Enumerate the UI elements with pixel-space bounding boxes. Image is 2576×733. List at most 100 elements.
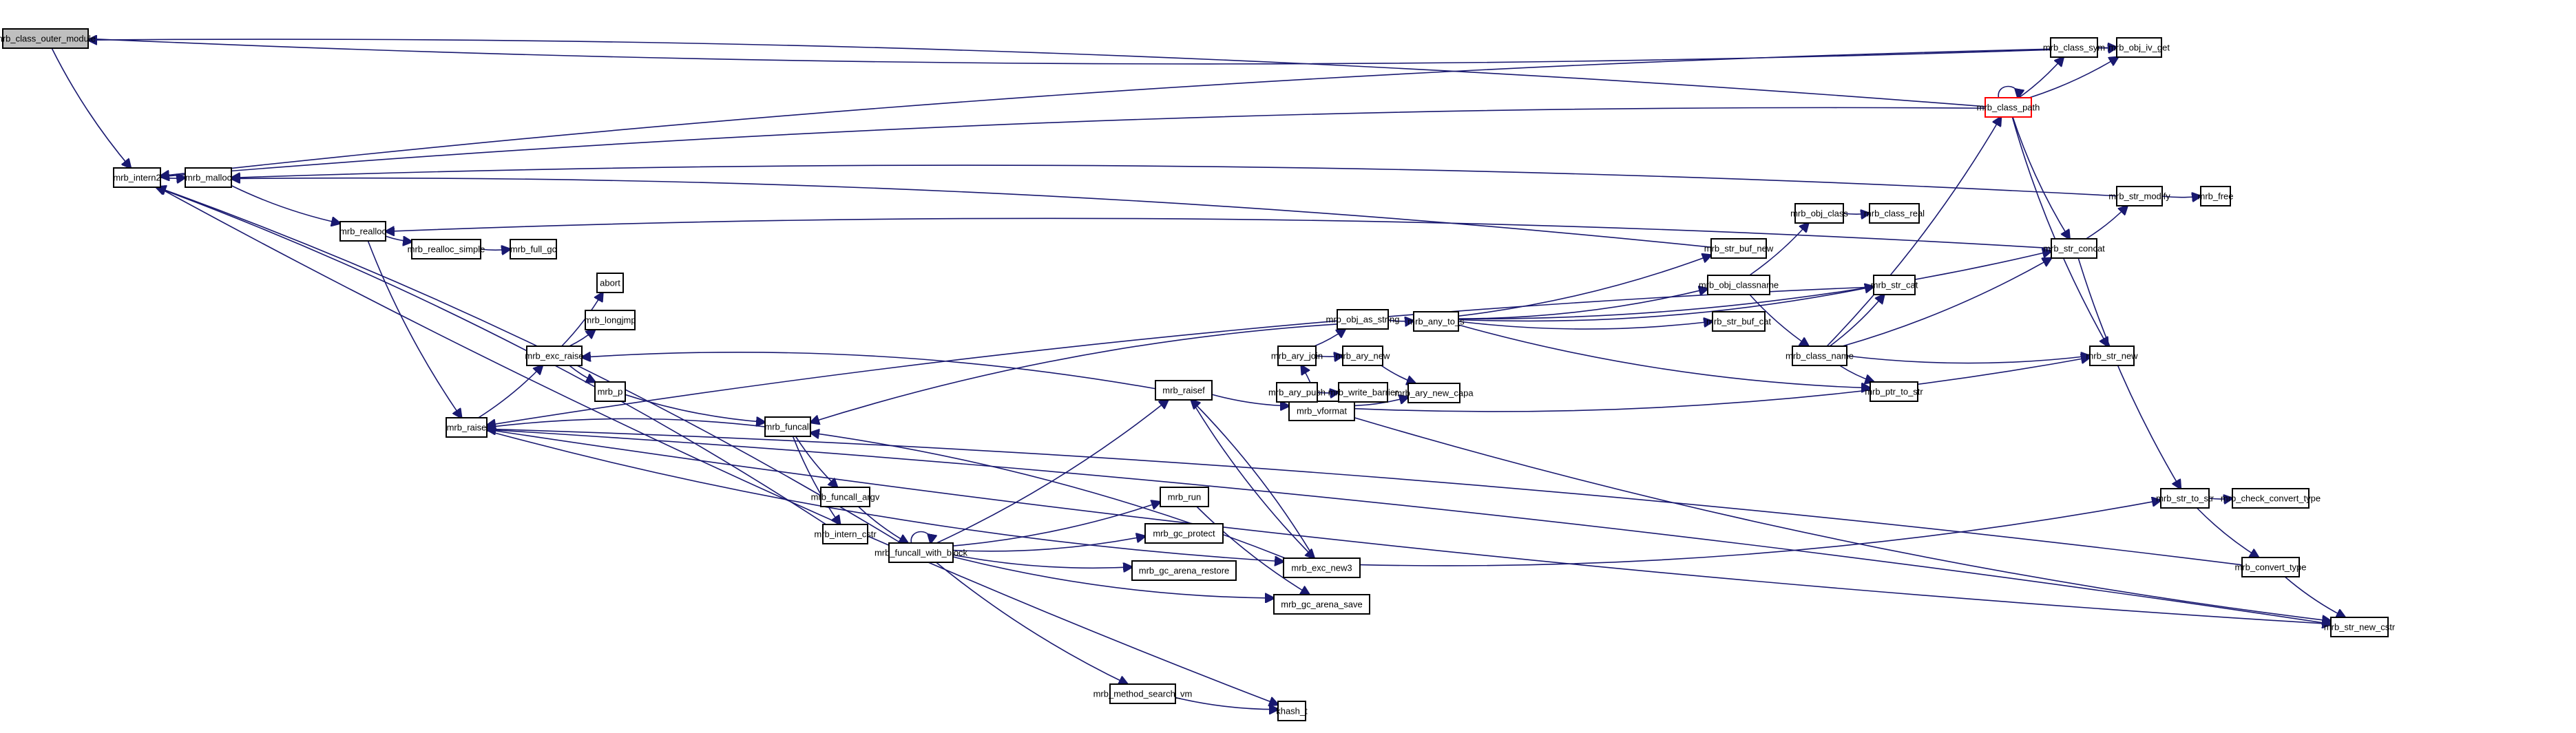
node-box[interactable] — [526, 346, 583, 366]
node-box[interactable] — [2116, 37, 2162, 58]
node-box[interactable] — [2241, 557, 2300, 577]
node-mrb-class-outer-module[interactable]: mrb_class_outer_module — [0, 28, 96, 49]
node-box[interactable] — [446, 417, 488, 438]
node-mrb-obj-classname[interactable]: mrb_obj_classname — [1699, 275, 1779, 295]
node-box[interactable] — [1144, 523, 1224, 544]
node-box[interactable] — [185, 167, 232, 188]
node-box[interactable] — [1337, 309, 1389, 330]
node-mrb-class-path[interactable]: mrb_class_path — [1977, 97, 2040, 118]
node-mrb-str-modify[interactable]: mrb_str_modify — [2108, 186, 2170, 206]
node-mrb-realloc-simple[interactable]: mrb_realloc_simple — [408, 239, 485, 259]
node-box[interactable] — [1273, 594, 1370, 615]
node-mrb-funcall-argv[interactable]: mrb_funcall_argv — [811, 487, 880, 507]
node-box[interactable] — [1407, 383, 1460, 403]
node-box[interactable] — [764, 416, 811, 437]
node-mrb-vformat[interactable]: mrb_vformat — [1288, 401, 1355, 421]
node-box[interactable] — [1707, 275, 1770, 295]
node-box[interactable] — [822, 524, 868, 544]
node-box[interactable] — [1794, 203, 1844, 224]
node-mrb-obj-iv-get[interactable]: mrb_obj_iv_get — [2108, 37, 2170, 58]
node-mrb-raisef[interactable]: mrb_raisef — [1155, 380, 1213, 401]
node-box[interactable] — [1288, 401, 1355, 421]
node-box[interactable] — [1277, 701, 1306, 721]
node-mrb-class-real[interactable]: mrb_class_real — [1864, 203, 1925, 224]
node-mrb-raise[interactable]: mrb_raise — [446, 417, 488, 438]
node-box[interactable] — [1160, 487, 1209, 507]
node-box[interactable] — [113, 167, 161, 188]
node-box[interactable] — [1985, 97, 2032, 118]
node-mrb-obj-as-string[interactable]: mrb_obj_as_string — [1326, 309, 1400, 330]
node-mrb-ary-new-capa[interactable]: mrb_ary_new_capa — [1394, 383, 1474, 403]
node-box[interactable] — [1155, 380, 1213, 401]
node-mrb-str-cat[interactable]: mrb_str_cat — [1871, 275, 1918, 295]
node-box[interactable] — [1338, 382, 1388, 403]
node-box[interactable] — [2160, 488, 2210, 509]
node-box[interactable] — [1276, 382, 1318, 403]
node-mrb-intern2[interactable]: mrb_intern2 — [113, 167, 161, 188]
node-box[interactable] — [594, 381, 626, 402]
node-abort[interactable]: abort — [596, 273, 624, 293]
node-box[interactable] — [1710, 238, 1767, 259]
node-mrb-exc-raise[interactable]: mrb_exc_raise — [525, 346, 584, 366]
node-box[interactable] — [1870, 381, 1918, 402]
node-box[interactable] — [1277, 346, 1317, 366]
node-mrb-method-search-vm[interactable]: mrb_method_search_vm — [1093, 683, 1193, 704]
node-mrb-str-concat[interactable]: mrb_str_concat — [2043, 238, 2105, 259]
node-mrb-class-sym[interactable]: mrb_class_sym — [2043, 37, 2105, 58]
node-mrb-full-gc[interactable]: mrb_full_gc — [510, 239, 557, 259]
node-mrb-free[interactable]: mrb_free — [2197, 186, 2234, 206]
node-mrb-class-name[interactable]: mrb_class_name — [1786, 346, 1854, 366]
node-box[interactable] — [411, 239, 481, 259]
node-mrb-funcall[interactable]: mrb_funcall — [764, 416, 811, 437]
node-mrb-realloc[interactable]: mrb_realloc — [339, 221, 386, 242]
node-box[interactable] — [1342, 346, 1383, 366]
node-box[interactable] — [888, 542, 954, 563]
node-box[interactable] — [2050, 37, 2098, 58]
node-box[interactable] — [1109, 683, 1176, 704]
node-box[interactable] — [2051, 238, 2097, 259]
node-mrb-exc-new3[interactable]: mrb_exc_new3 — [1283, 557, 1361, 578]
node-box[interactable] — [1792, 346, 1847, 366]
node-mrb-gc-arena-save[interactable]: mrb_gc_arena_save — [1273, 594, 1370, 615]
node-mrb-malloc[interactable]: mrb_malloc — [185, 167, 232, 188]
node-mrb-write-barrier[interactable]: mrb_write_barrier — [1328, 382, 1399, 403]
node-box[interactable] — [1869, 203, 1920, 224]
node-mrb-funcall-with-block[interactable]: mrb_funcall_with_block — [875, 542, 968, 563]
node-box[interactable] — [2330, 617, 2389, 637]
node-mrb-any-to-s[interactable]: mrb_any_to_s — [1407, 311, 1465, 332]
node-mrb-str-to-str[interactable]: mrb_str_to_str — [2156, 488, 2214, 509]
node-box[interactable] — [2116, 186, 2163, 206]
node-box[interactable] — [1283, 557, 1361, 578]
node-box[interactable] — [2089, 346, 2135, 366]
node-mrb-p[interactable]: mrb_p — [594, 381, 626, 402]
node-box[interactable] — [2232, 488, 2310, 509]
node-mrb-ptr-to-str[interactable]: mrb_ptr_to_str — [1865, 381, 1923, 402]
node-mrb-ary-join[interactable]: mrb_ary_join — [1271, 346, 1323, 366]
node-mrb-run[interactable]: mrb_run — [1160, 487, 1209, 507]
node-mrb-str-buf-new[interactable]: mrb_str_buf_new — [1704, 238, 1774, 259]
node-mrb-ary-new[interactable]: mrb_ary_new — [1336, 346, 1390, 366]
node-mrb-longjmp[interactable]: mrb_longjmp — [584, 310, 636, 330]
node-mrb-ary-push[interactable]: mrb_ary_push — [1268, 382, 1326, 403]
node-box[interactable] — [339, 221, 386, 242]
node-box[interactable] — [1873, 275, 1916, 295]
node-mrb-str-new[interactable]: mrb_str_new — [2086, 346, 2138, 366]
node-box[interactable] — [596, 273, 624, 293]
node-box[interactable] — [2, 28, 89, 49]
node-mrb-convert-type[interactable]: mrb_convert_type — [2234, 557, 2307, 577]
node-mrb-str-buf-cat[interactable]: mrb_str_buf_cat — [1706, 311, 1771, 332]
node-mrb-gc-arena-restore[interactable]: mrb_gc_arena_restore — [1131, 560, 1237, 581]
node-mrb-obj-class[interactable]: mrb_obj_class — [1790, 203, 1848, 224]
node-khash-t[interactable]: khash_t — [1276, 701, 1308, 721]
node-mrb-check-convert-type[interactable]: mrb_check_convert_type — [2221, 488, 2321, 509]
node-box[interactable] — [1712, 311, 1766, 332]
node-box[interactable] — [585, 310, 636, 330]
node-mrb-gc-protect[interactable]: mrb_gc_protect — [1144, 523, 1224, 544]
node-box[interactable] — [1131, 560, 1237, 581]
node-box[interactable] — [1413, 311, 1459, 332]
node-box[interactable] — [2200, 186, 2231, 206]
node-mrb-intern-cstr[interactable]: mrb_intern_cstr — [814, 524, 877, 544]
node-box[interactable] — [510, 239, 557, 259]
node-box[interactable] — [820, 487, 870, 507]
node-mrb-str-new-cstr[interactable]: mrb_str_new_cstr — [2324, 617, 2396, 637]
